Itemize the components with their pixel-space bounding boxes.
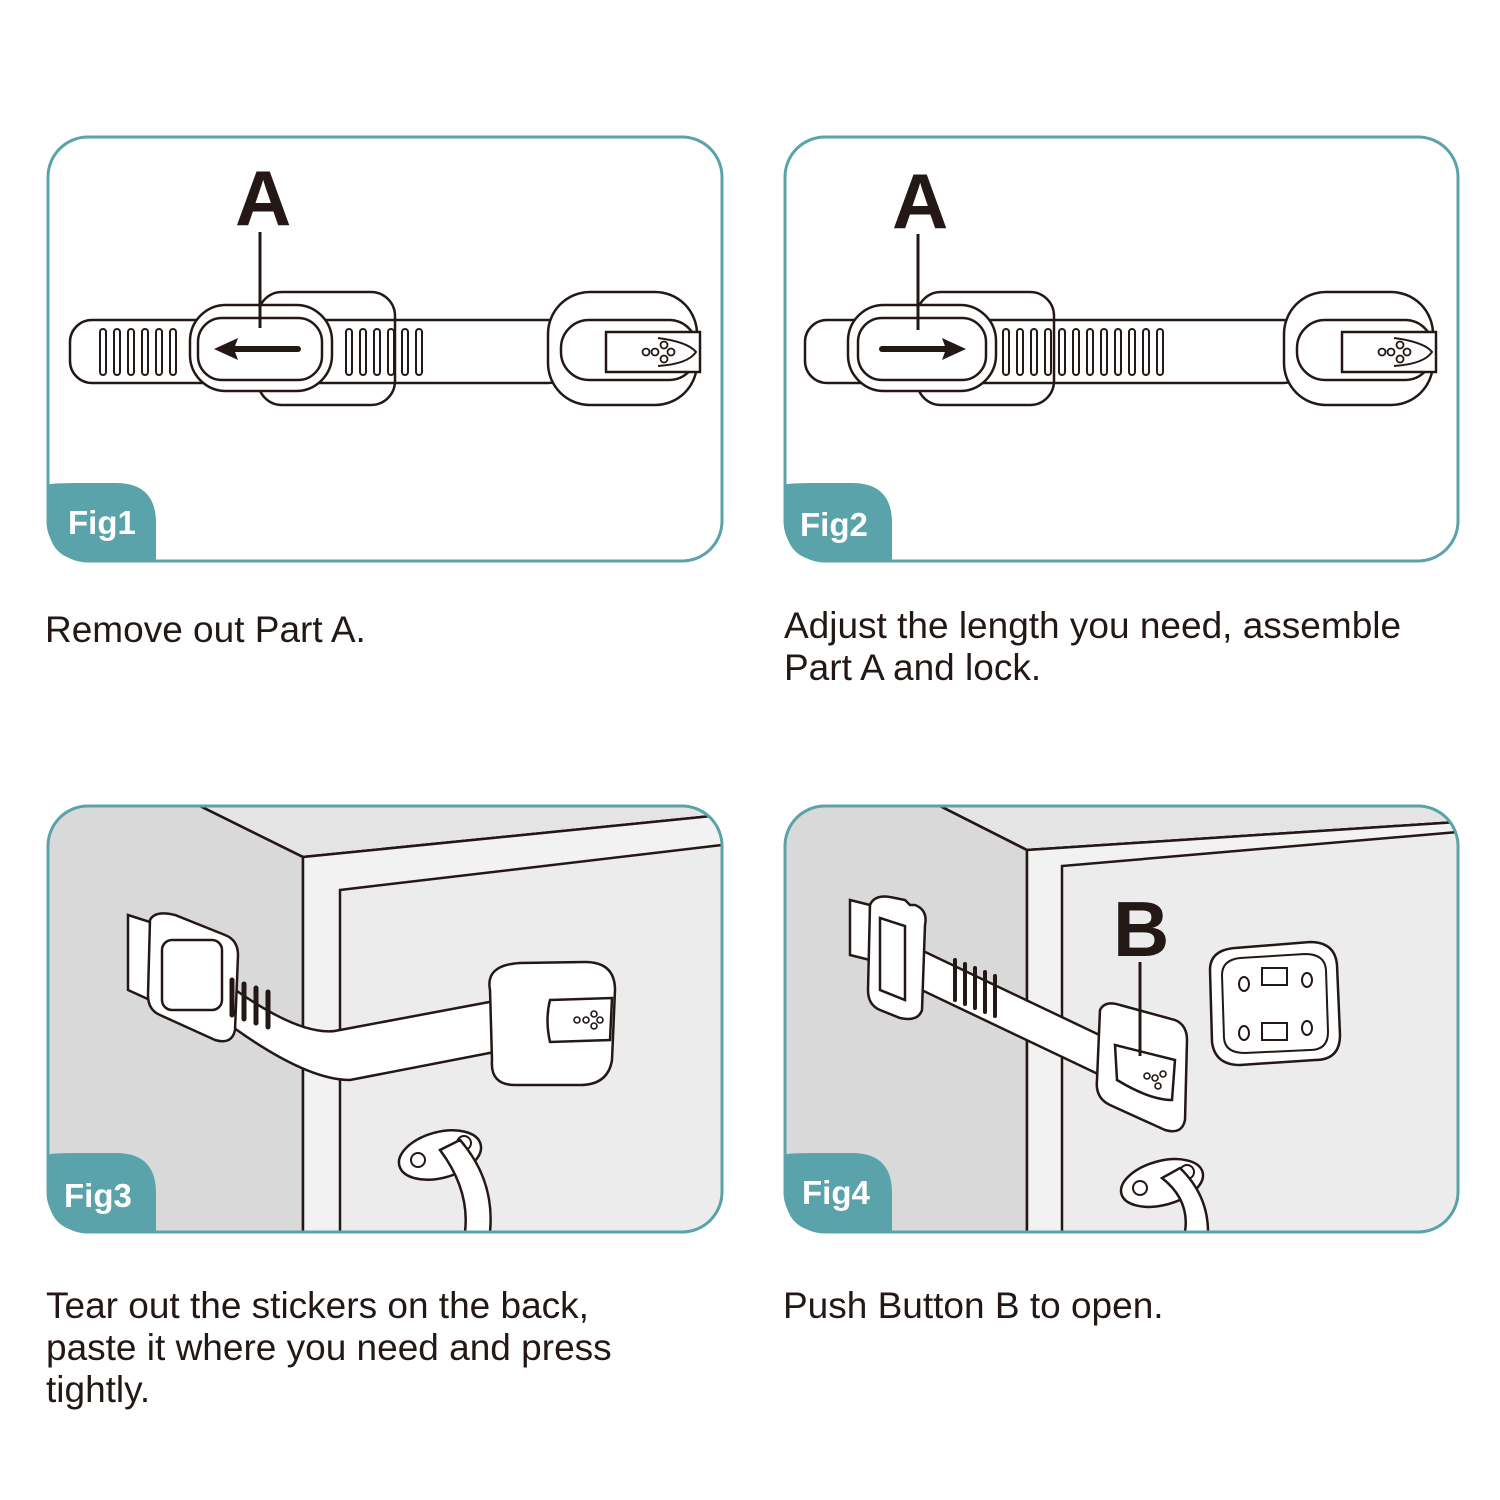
caption-fig4: Push Button B to open. [783,1285,1164,1327]
strap-illustration [68,232,702,407]
caption-fig2: Adjust the length you need, assemble Par… [784,605,1401,689]
cabinet-illustration [48,806,722,1232]
part-a-label: A [892,157,948,245]
figure-label: Fig3 [64,1177,132,1214]
part-a-label: A [235,154,291,242]
caption-fig1: Remove out Part A. [45,609,366,651]
strap-illustration [803,234,1438,407]
cabinet-illustration [785,806,1458,1232]
figure-frame [46,804,724,1234]
figure-label-tab [48,483,156,561]
caption-line: Push Button B to open. [783,1285,1164,1326]
adhesive-plate [1208,940,1342,1067]
figure-label-tab [785,1153,892,1232]
figure-4 [783,804,1460,1234]
arrow-left-icon [214,338,301,360]
caption-fig3: Tear out the stickers on the back, paste… [46,1285,612,1411]
figure-3 [46,804,724,1234]
caption-line: Adjust the length you need, assemble [784,605,1402,646]
figure-label: Fig2 [800,506,868,543]
caption-line: tightly. [46,1369,151,1410]
caption-line: Remove out Part A. [45,609,366,650]
arrow-right-icon [879,338,966,360]
figure-2 [783,135,1460,563]
figure-label-tab [785,483,892,561]
figure-label-tab [48,1153,156,1232]
figure-1 [46,135,724,563]
button-b-label: B [1113,885,1169,973]
figure-label: Fig1 [68,504,136,541]
figure-label: Fig4 [802,1174,870,1211]
caption-line: paste it where you need and press [46,1327,612,1368]
figure-frame [783,804,1460,1234]
caption-line: Part A and lock. [784,647,1042,688]
caption-line: Tear out the stickers on the back, [46,1285,589,1326]
